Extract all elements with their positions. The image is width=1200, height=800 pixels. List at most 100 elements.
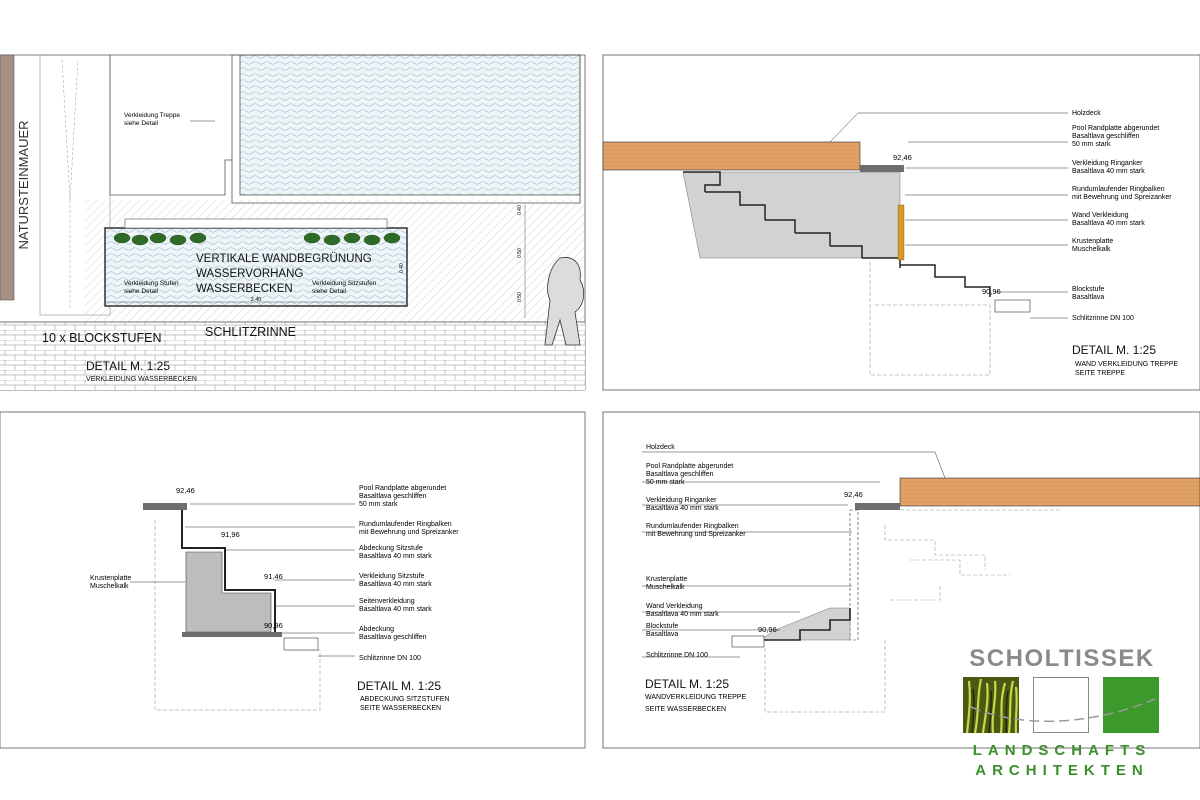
label-randplatte-1: Pool Randplatte abgerundet [646,463,733,470]
leader [934,451,946,479]
label-randplatte-3: 50 mm stark [359,501,398,508]
basin-title-line-2: WASSERVORHANG [196,268,303,280]
level-1: 92,46 [176,486,195,495]
plant [323,234,341,246]
brand-logo [963,677,1159,733]
basin-title-line-1: VERTIKALE WANDBEGRÜNUNG [196,253,372,265]
brand-line-1: LANDSCHAFTS [972,742,1152,759]
label-randplatte-3: 50 mm stark [1072,141,1111,148]
label-ringbalken-1: Rundumlaufender Ringbalken [646,523,739,530]
plant [113,232,131,244]
plant [169,234,187,246]
note-treppe-2: siehe Detail [124,120,159,127]
label-krustenplatte-1: Krustenplatte [1072,238,1113,245]
note-stufen-2: siehe Detail [124,288,159,295]
brand-line-2: ARCHITEKTEN [975,762,1149,779]
edge-slab [855,503,900,510]
label-blockstufe-2: Basaltlava [646,631,678,638]
panel-section-seat-steps: Krustenplatte Muschelkalk Pool Randplatt… [0,411,586,749]
detail-title: DETAIL M. 1:25 [357,679,441,693]
panel-plan: NATURSTEINMAUER VERTIKALE WANDBEGRÜNUNG … [0,54,586,391]
detail-subtitle: VERKLEIDUNG WASSERBECKEN [86,376,197,383]
foundation-outline [869,262,991,376]
label-seitenverkleidung-1: Seitenverkleidung [359,598,415,605]
person-shape [544,257,585,346]
plant [383,232,401,244]
label-wandverkleidung-1: Wand Verkleidung [646,603,703,610]
left-label-1: Krustenplatte [90,575,131,582]
plant [343,232,361,244]
label-abdeckung-1: Abdeckung [359,626,394,633]
label-schlitzrinne: SCHLITZRINNE [205,325,296,339]
label-ringanker-2: Basaltlava 40 mm stark [1072,168,1145,175]
drain-channel [731,635,765,648]
background-stairs [884,509,1060,601]
dim-v2: 0.50 [517,248,523,258]
seat-step-body [185,551,272,633]
logo-tile-grass [963,677,1019,733]
drain-channel [283,637,319,651]
label-ringbalken-2: mit Bewehrung und Spreizanker [359,529,459,536]
panel-frame [0,411,586,749]
dim-width-label: 3.40 [251,297,262,303]
label-ringbalken-1: Rundumlaufender Ringbalken [359,521,452,528]
detail-title: DETAIL M. 1:25 [645,677,729,691]
leader-lines [642,451,946,658]
panel-section-stairs-pool: Holzdeck Pool Randplatte abgerundet Basa… [602,411,1200,749]
detail-title: DETAIL M. 1:25 [1072,343,1156,357]
detail-subtitle-1: WAND VERKLEIDUNG TREPPE [1075,361,1178,368]
drain-channel [994,299,1031,313]
plant [149,232,167,244]
label-blockstufen: 10 x BLOCKSTUFEN [42,331,161,345]
seat-step-cladding [181,510,276,632]
label-ringbalken-1: Rundumlaufender Ringbalken [1072,186,1165,193]
leader-lines [829,112,1068,319]
wood-deck [602,141,861,171]
label-randplatte-2: Basaltlava geschliffen [646,471,714,478]
level-top: 92,46 [844,490,863,499]
label-abdeckung-sitz-2: Basaltlava 40 mm stark [359,553,432,560]
label-krustenplatte-2: Muschelkalk [646,584,685,591]
panel-frame [602,411,1200,749]
logo-tile-green [1103,677,1159,733]
leader [829,112,859,143]
dim-v4: 0.40 [399,263,405,273]
label-schlitzrinne: Schlitzrinne DN 100 [359,655,421,662]
note-sitzstufen-2: siehe Detail [312,288,347,295]
stair-steps [758,608,851,641]
basin-cover [124,218,388,229]
left-label-2: Muschelkalk [90,583,129,590]
label-wandverkleidung-2: Basaltlava 40 mm stark [646,611,719,618]
label-abdeckung-sitz-1: Abdeckung Sitzstufe [359,545,423,552]
label-wandverkleidung-1: Wand Verkleidung [1072,212,1129,219]
wood-deck [899,477,1200,507]
label-ringanker-1: Verkleidung Ringanker [1072,160,1143,167]
detail-subtitle-1: WANDVERKLEIDUNG TREPPE [645,694,746,701]
plant [131,234,149,246]
detail-subtitle-2: SEITE WASSERBECKEN [360,705,441,712]
basin-title-line-3: WASSERBECKEN [196,283,293,295]
panel-frame [602,54,1200,391]
logo-tile-white [1033,677,1089,733]
logo-arc [970,698,1156,723]
detail-subtitle-2: SEITE WASSERBECKEN [645,706,726,713]
note-stufen-1: Verkleidung Stufen [124,280,179,287]
natural-stone-wall [0,54,15,301]
level-bottom: 90,96 [758,625,777,634]
label-wandverkleidung-2: Basaltlava 40 mm stark [1072,220,1145,227]
label-ringanker-1: Verkleidung Ringanker [646,497,717,504]
leader-lines [130,503,355,657]
level-4: 90,96 [264,621,283,630]
label-schlitzrinne: Schlitzrinne DN 100 [1072,315,1134,322]
brand-name: SCHOLTISSEK [969,645,1155,672]
stair-steps [683,171,901,268]
stair-block-body [759,607,851,641]
label-randplatte-1: Pool Randplatte abgerundet [359,485,446,492]
label-randplatte-3: 50 mm stark [646,479,685,486]
plant [189,232,207,244]
natural-stone-wall-label: NATURSTEINMAUER [16,120,31,249]
label-blockstufe-1: Blockstufe [1072,286,1104,293]
label-krustenplatte-2: Muschelkalk [1072,246,1111,253]
dim-v1: 0.40 [517,205,523,215]
